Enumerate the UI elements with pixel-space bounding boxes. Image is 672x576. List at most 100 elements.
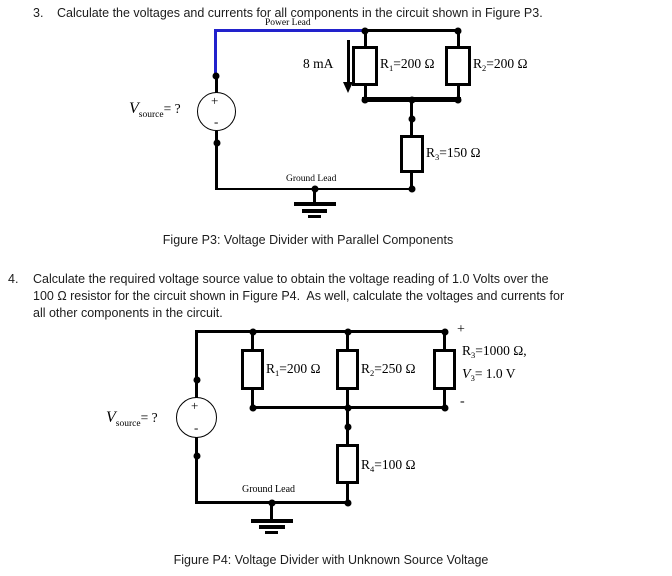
node-dot: [361, 96, 369, 104]
r4-value: =100 Ω: [374, 457, 416, 472]
wire-r2-bottom-stub: [457, 84, 460, 99]
current-arrow-line: [347, 40, 350, 83]
figure-p3-caption: Figure P3: Voltage Divider with Parallel…: [162, 233, 454, 247]
r3-symbol: R: [462, 343, 472, 358]
r2-symbol: R: [473, 56, 483, 71]
node-dot: [193, 452, 201, 460]
resistor-r1-label: R1=200 Ω: [266, 361, 321, 378]
source-v-subscript: source: [115, 419, 141, 429]
r3-subscript: 3: [435, 152, 440, 162]
voltage-source: [197, 92, 236, 131]
resistor-r3-label: R3=1000 Ω,: [462, 343, 527, 360]
r2-subscript: 2: [482, 63, 487, 73]
source-v-equals: = ?: [163, 101, 181, 116]
source-plus-sign: +: [191, 398, 199, 413]
node-dot: [249, 404, 257, 412]
source-v-equals: = ?: [140, 410, 158, 425]
node-dot: [408, 96, 416, 104]
r1-value: =200 Ω: [393, 56, 435, 71]
resistor-r4-box: [336, 444, 359, 484]
wire-r1-bottom-stub: [251, 389, 254, 409]
r1-subscript: 1: [275, 368, 280, 378]
wire-r3-bottom-stub: [443, 389, 446, 409]
r1-symbol: R: [380, 56, 390, 71]
ground-symbol-bar3: [265, 531, 278, 534]
problem-3-text: Calculate the voltages and currents for …: [57, 6, 543, 20]
r2-value: =250 Ω: [374, 361, 416, 376]
resistor-r2-label: R2=200 Ω: [473, 56, 528, 73]
ground-symbol-stem: [313, 189, 316, 203]
wire-r2-top-stub: [346, 330, 349, 350]
wire-source-bottom-stub: [215, 131, 218, 189]
source-v-subscript: source: [138, 110, 164, 120]
voltage-source: [176, 397, 217, 438]
ground-symbol-bar2: [259, 525, 285, 529]
node-dot: [344, 404, 352, 412]
wire-source-bottom-stub: [195, 437, 198, 504]
node-dot: [212, 72, 220, 80]
r1-value: =200 Ω: [279, 361, 321, 376]
resistor-r2-box: [336, 349, 359, 390]
ground-symbol-stem: [270, 503, 273, 520]
r2-subscript: 2: [370, 368, 375, 378]
node-dot: [441, 328, 449, 336]
ground-symbol-bar3: [308, 215, 321, 218]
ground-symbol-bar1: [251, 519, 293, 523]
node-dot: [441, 404, 449, 412]
r1-symbol: R: [266, 361, 276, 376]
wire-top-rail: [195, 330, 447, 333]
r3-subscript: 3: [471, 350, 476, 360]
power-lead-wire-vertical: [214, 29, 217, 77]
resistor-r4-label: R4=100 Ω: [361, 457, 416, 474]
resistor-r3-box: [433, 349, 456, 390]
wire-r3-bottom-stub: [410, 171, 413, 190]
meter-plus-sign: +: [457, 322, 465, 337]
r3-symbol: R: [426, 145, 436, 160]
v3-value: = 1.0 V: [474, 366, 516, 381]
wire-r2-bottom-stub: [346, 389, 349, 409]
node-dot: [454, 27, 462, 35]
node-dot: [344, 499, 352, 507]
problem-4-line1: Calculate the required voltage source va…: [33, 272, 549, 286]
r4-subscript: 4: [370, 464, 375, 474]
node-dot: [454, 96, 462, 104]
resistor-r1-box: [241, 349, 264, 390]
r2-value: =200 Ω: [486, 56, 528, 71]
source-value-label: Vsource= ?: [106, 409, 158, 429]
node-dot: [344, 328, 352, 336]
meter-minus-sign: -: [460, 394, 465, 409]
ground-symbol-bar1: [294, 202, 336, 206]
source-minus-sign: -: [194, 420, 199, 435]
r4-symbol: R: [361, 457, 371, 472]
ground-symbol-bar2: [302, 209, 327, 213]
source-value-label: Vsource= ?: [129, 100, 181, 120]
wire-left-vertical: [195, 330, 198, 398]
power-lead-label: Power Lead: [265, 18, 311, 28]
problem-4-line2: 100 Ω resistor for the circuit shown in …: [33, 289, 565, 303]
wire-r3-top-stub: [443, 330, 446, 350]
node-dot: [361, 27, 369, 35]
resistor-r1-label: R1=200 Ω: [380, 56, 435, 73]
source-v-symbol: V: [106, 409, 116, 426]
problem-4-number: 4.: [8, 272, 19, 286]
resistor-r3-box: [400, 135, 424, 173]
v3-voltage-label: V3= 1.0 V: [462, 366, 516, 383]
v3-subscript: 3: [470, 373, 475, 383]
wire-r4-bottom-stub: [346, 483, 349, 504]
wire-source-top-stub: [215, 74, 218, 93]
source-minus-sign: -: [214, 114, 219, 129]
wire-r1-bottom-stub: [364, 84, 367, 99]
node-dot: [213, 139, 221, 147]
ground-lead-label: Ground Lead: [242, 484, 296, 495]
node-dot: [193, 376, 201, 384]
resistor-r2-label: R2=250 Ω: [361, 361, 416, 378]
node-dot: [249, 328, 257, 336]
r2-symbol: R: [361, 361, 371, 376]
wire-top-rail: [364, 29, 460, 32]
resistor-r2-box: [445, 46, 471, 86]
wire-r1-top-stub: [364, 29, 367, 47]
r3-value: =1000 Ω,: [475, 343, 527, 358]
wire-r2-top-stub: [457, 29, 460, 47]
wire-r1-top-stub: [251, 330, 254, 350]
